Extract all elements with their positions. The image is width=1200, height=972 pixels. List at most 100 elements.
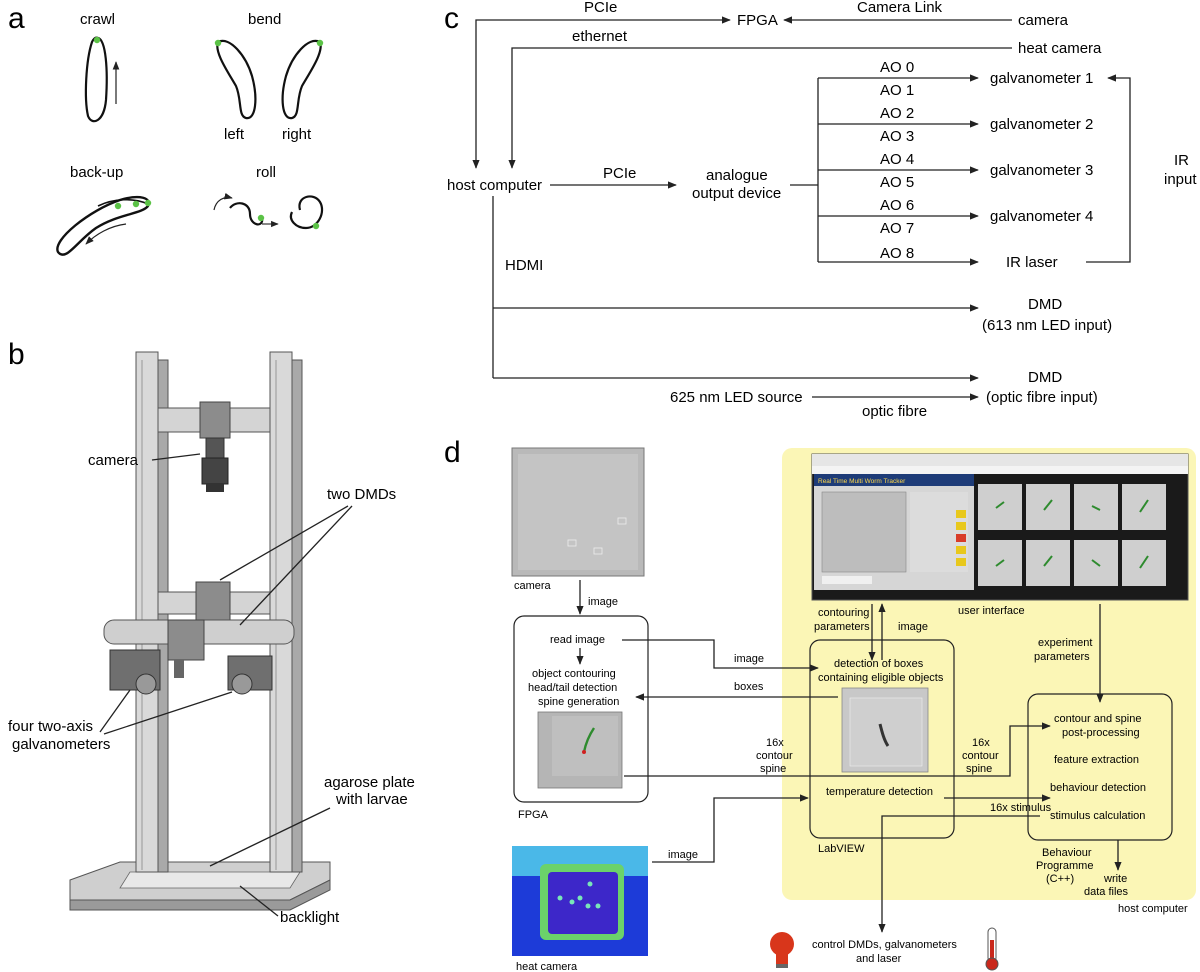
behaviour-prog-label-1: Behaviour <box>1042 847 1092 859</box>
rig-backlight-label: backlight <box>280 909 340 926</box>
boxes-label: boxes <box>734 681 764 693</box>
roll-larva-icon <box>213 192 324 230</box>
detection-step-1: detection of boxes <box>834 658 924 670</box>
panel-a-letter: a <box>8 2 25 35</box>
galvo-4-node: galvanometer 4 <box>990 208 1093 225</box>
rig-camera-leader <box>151 453 201 461</box>
rig-agarose-label-2: with larvae <box>335 791 408 808</box>
behaviour-prog-label-2: Programme <box>1036 860 1093 872</box>
galvo-2-node: galvanometer 2 <box>990 116 1093 133</box>
user-interface-label: user interface <box>958 605 1025 617</box>
ao-6-label: AO 6 <box>880 197 914 214</box>
crawl-label: crawl <box>80 11 115 28</box>
stimulus-16x-label: 16x stimulus <box>990 802 1052 814</box>
bend-left-larva-icon <box>214 39 257 120</box>
analogue-label-1: analogue <box>706 167 768 184</box>
image-label-4: image <box>668 849 698 861</box>
fpga-box-label: FPGA <box>518 809 549 821</box>
ao-8-label: AO 8 <box>880 245 914 262</box>
panel-d-letter: d <box>444 436 461 469</box>
panel-c-letter: c <box>444 2 459 35</box>
ui-title-text: Real Time Multi Worm Tracker <box>818 478 906 485</box>
read-image-step: read image <box>550 634 605 646</box>
rig-agarose-label-1: agarose plate <box>324 774 415 791</box>
rig-dmd-leader-2 <box>239 505 353 626</box>
feature-extraction-step: feature extraction <box>1054 754 1139 766</box>
ao-5-label: AO 5 <box>880 174 914 191</box>
contouring-params-2: parameters <box>814 621 870 633</box>
control-label-2: and laser <box>856 953 902 965</box>
rig-galvo-leader-1 <box>99 689 131 733</box>
fpga-host-arrow <box>472 16 731 169</box>
stimulus-to-control-arrow <box>878 815 1040 933</box>
dmd1-sub: (613 nm LED input) <box>982 317 1112 334</box>
fpga-node: FPGA <box>737 12 778 29</box>
heat-camera-to-host-arrow <box>508 47 1012 169</box>
contouring-step-3: spine generation <box>538 696 619 708</box>
rig-galvo-label-2: galvanometers <box>12 736 110 753</box>
behaviour-programme-box <box>1027 693 1173 841</box>
backup-label: back-up <box>70 164 123 181</box>
contour-spine-label-3: spine <box>760 763 786 775</box>
galvo-3-node: galvanometer 3 <box>990 162 1093 179</box>
camera-link-label: Camera Link <box>857 0 943 16</box>
write-label-2: data files <box>1084 886 1129 898</box>
panel-b-letter: b <box>8 338 25 371</box>
analogue-label-2: output device <box>692 185 781 202</box>
pcie-mid-label: PCIe <box>603 165 636 182</box>
contour-spine2-label-2: contour <box>962 750 999 762</box>
hdmi-label: HDMI <box>505 257 543 274</box>
ao-3-label: AO 3 <box>880 128 914 145</box>
experiment-params-2: parameters <box>1034 651 1090 663</box>
ir-laser-node: IR laser <box>1006 254 1058 271</box>
image-label-1: image <box>588 596 618 608</box>
fpga-image-to-labview-arrow <box>622 639 819 672</box>
camera-frame-image <box>511 447 645 577</box>
ao-7-label: AO 7 <box>880 220 914 237</box>
bend-left-label: left <box>224 126 245 143</box>
experiment-params-1: experiment <box>1038 637 1092 649</box>
rig-illustration <box>69 351 331 911</box>
contouring-params-1: contouring <box>818 607 869 619</box>
contour-post-step-2: post-processing <box>1062 727 1140 739</box>
heat-camera-node: heat camera <box>1018 40 1102 57</box>
pcie-top-label: PCIe <box>584 0 617 16</box>
labview-label: LabVIEW <box>818 843 865 855</box>
labview-box-image <box>841 687 929 773</box>
heat-image-to-labview-arrow <box>652 794 809 863</box>
ao-0-label: AO 0 <box>880 59 914 76</box>
led-source-node: 625 nm LED source <box>670 389 803 406</box>
behaviour-prog-label-3: (C++) <box>1046 873 1074 885</box>
write-label-1: write <box>1103 873 1127 885</box>
control-label-1: control DMDs, galvanometers <box>812 939 957 951</box>
rig-galvo-leader-2 <box>103 691 233 735</box>
rig-galvo-label-1: four two-axis <box>8 718 93 735</box>
ao-4-label: AO 4 <box>880 151 914 168</box>
bend-right-label: right <box>282 126 312 143</box>
dmd2-node: DMD <box>1028 369 1062 386</box>
optic-fibre-label: optic fibre <box>862 403 927 420</box>
temperature-detection-step: temperature detection <box>826 786 933 798</box>
host-computer-region-label: host computer <box>1118 903 1188 915</box>
rig-dmds-label: two DMDs <box>327 486 396 503</box>
detection-step-2: containing eligible objects <box>818 672 944 684</box>
heat-camera-image <box>512 846 648 956</box>
contour-spine2-label-3: spine <box>966 763 992 775</box>
user-interface-screenshot: Real Time Multi Worm Tracker <box>811 453 1189 601</box>
rig-camera-label: camera <box>88 452 139 469</box>
bend-right-larva-icon <box>281 39 324 120</box>
ir-input-label-1: IR <box>1174 152 1189 169</box>
ao-2-label: AO 2 <box>880 105 914 122</box>
contour-spine2-label-1: 16x <box>972 737 990 749</box>
fpga-box <box>513 615 649 803</box>
dmd1-node: DMD <box>1028 296 1062 313</box>
thermometer-icon <box>985 927 999 971</box>
ir-input-arrow <box>1086 74 1131 263</box>
contour-spine-label-2: contour <box>756 750 793 762</box>
camera-image-label: camera <box>514 580 552 592</box>
contour-spine-to-behaviour-arrow <box>624 722 1051 777</box>
crawl-larva-icon <box>84 36 120 123</box>
contour-post-step-1: contour and spine <box>1054 713 1141 725</box>
roll-label: roll <box>256 164 276 181</box>
